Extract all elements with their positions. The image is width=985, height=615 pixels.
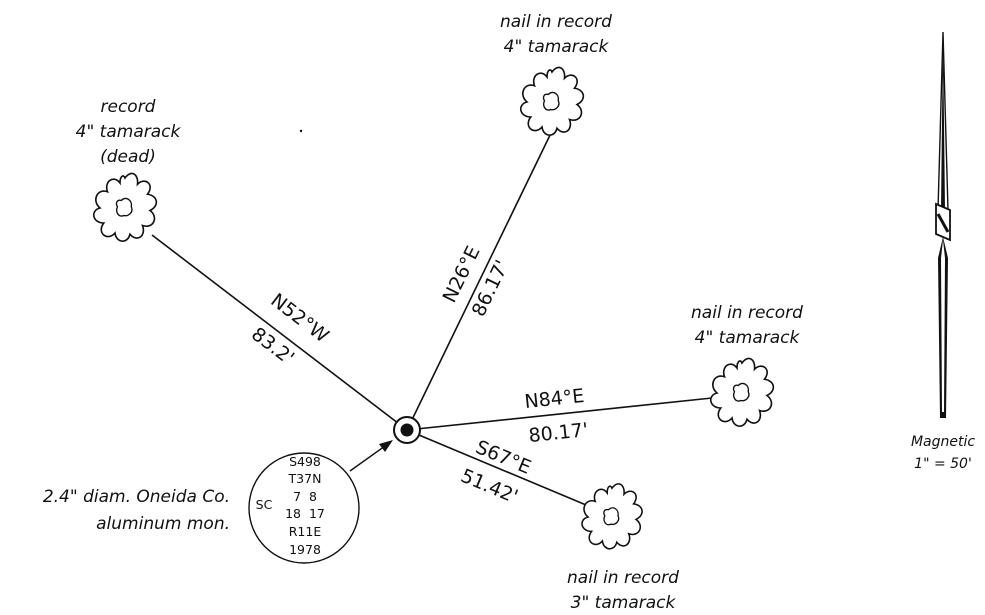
distance-label-nw: 83.2' xyxy=(247,323,298,369)
stamp-line2: T37N xyxy=(288,471,322,486)
tree-label-se-line1: nail in record xyxy=(567,568,679,588)
monument-stamp-circle xyxy=(248,452,360,564)
tree-label-n-line1: nail in record xyxy=(500,12,612,32)
stray-dot xyxy=(299,129,303,133)
tree-label-e-line1: nail in record xyxy=(691,303,803,323)
stamp-side: SC xyxy=(256,497,273,512)
north-arrow-label: Magnetic xyxy=(911,434,975,450)
tree-label-nw-line2: 4" tamarack xyxy=(76,122,182,142)
tie-line-nne xyxy=(406,130,553,431)
tree-label-nw-line1: record xyxy=(101,97,156,117)
monument-symbol xyxy=(393,416,421,444)
stamp-sec-bottom: 18 17 xyxy=(285,506,325,521)
stamp-line1: S498 xyxy=(289,454,321,469)
monument-caption-line1: 2.4" diam. Oneida Co. xyxy=(43,487,230,507)
tree-label-e-line2: 4" tamarack xyxy=(695,328,801,348)
scale-label: 1" = 50' xyxy=(914,456,972,472)
tree-label-n-line2: 4" tamarack xyxy=(504,37,610,57)
tree-symbol-se xyxy=(581,483,643,550)
tree-symbol-n xyxy=(519,66,585,136)
monument-caption-line2: aluminum mon. xyxy=(96,514,230,534)
stamp-year: 1978 xyxy=(289,542,321,557)
tie-line-ese xyxy=(406,429,599,511)
leader-arrowhead xyxy=(379,440,393,452)
tree-symbol-nw xyxy=(92,172,158,242)
tie-line-nw xyxy=(151,234,408,431)
tie-line-ene xyxy=(406,397,713,431)
bearing-label-ene: N84°E xyxy=(523,385,585,413)
stamp-sec-top: 7 8 xyxy=(293,489,317,504)
north-arrow xyxy=(935,31,951,418)
tree-symbol-e xyxy=(709,357,775,427)
tree-label-nw-line3: (dead) xyxy=(100,147,156,167)
stamp-range: R11E xyxy=(289,524,322,539)
tree-label-se-line2: 3" tamarack xyxy=(571,593,677,613)
distance-label-ene: 80.17' xyxy=(528,419,590,447)
leader-arrow-line xyxy=(349,445,386,472)
